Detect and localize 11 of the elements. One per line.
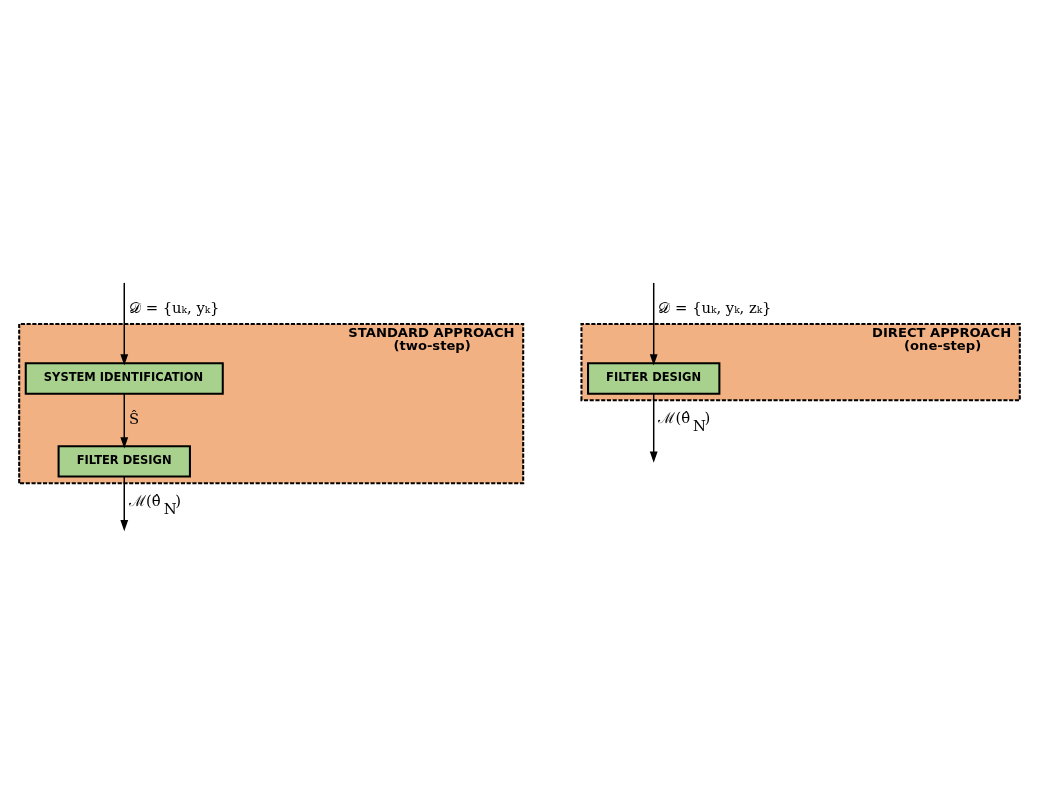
node-box: FILTER DESIGN bbox=[586, 362, 720, 395]
arrow bbox=[649, 393, 658, 463]
node-box: SYSTEM IDENTIFICATION bbox=[24, 362, 224, 395]
edge-label: 𝒟 = {uₖ, yₖ} bbox=[128, 298, 220, 316]
arrow bbox=[649, 282, 658, 366]
node-box: FILTER DESIGN bbox=[57, 445, 191, 478]
edge-label: Ŝ bbox=[128, 409, 139, 427]
arrow bbox=[119, 476, 128, 532]
edge-label: 𝒟 = {uₖ, yₖ, zₖ} bbox=[657, 298, 772, 316]
arrow bbox=[119, 282, 128, 366]
arrow bbox=[119, 393, 128, 449]
